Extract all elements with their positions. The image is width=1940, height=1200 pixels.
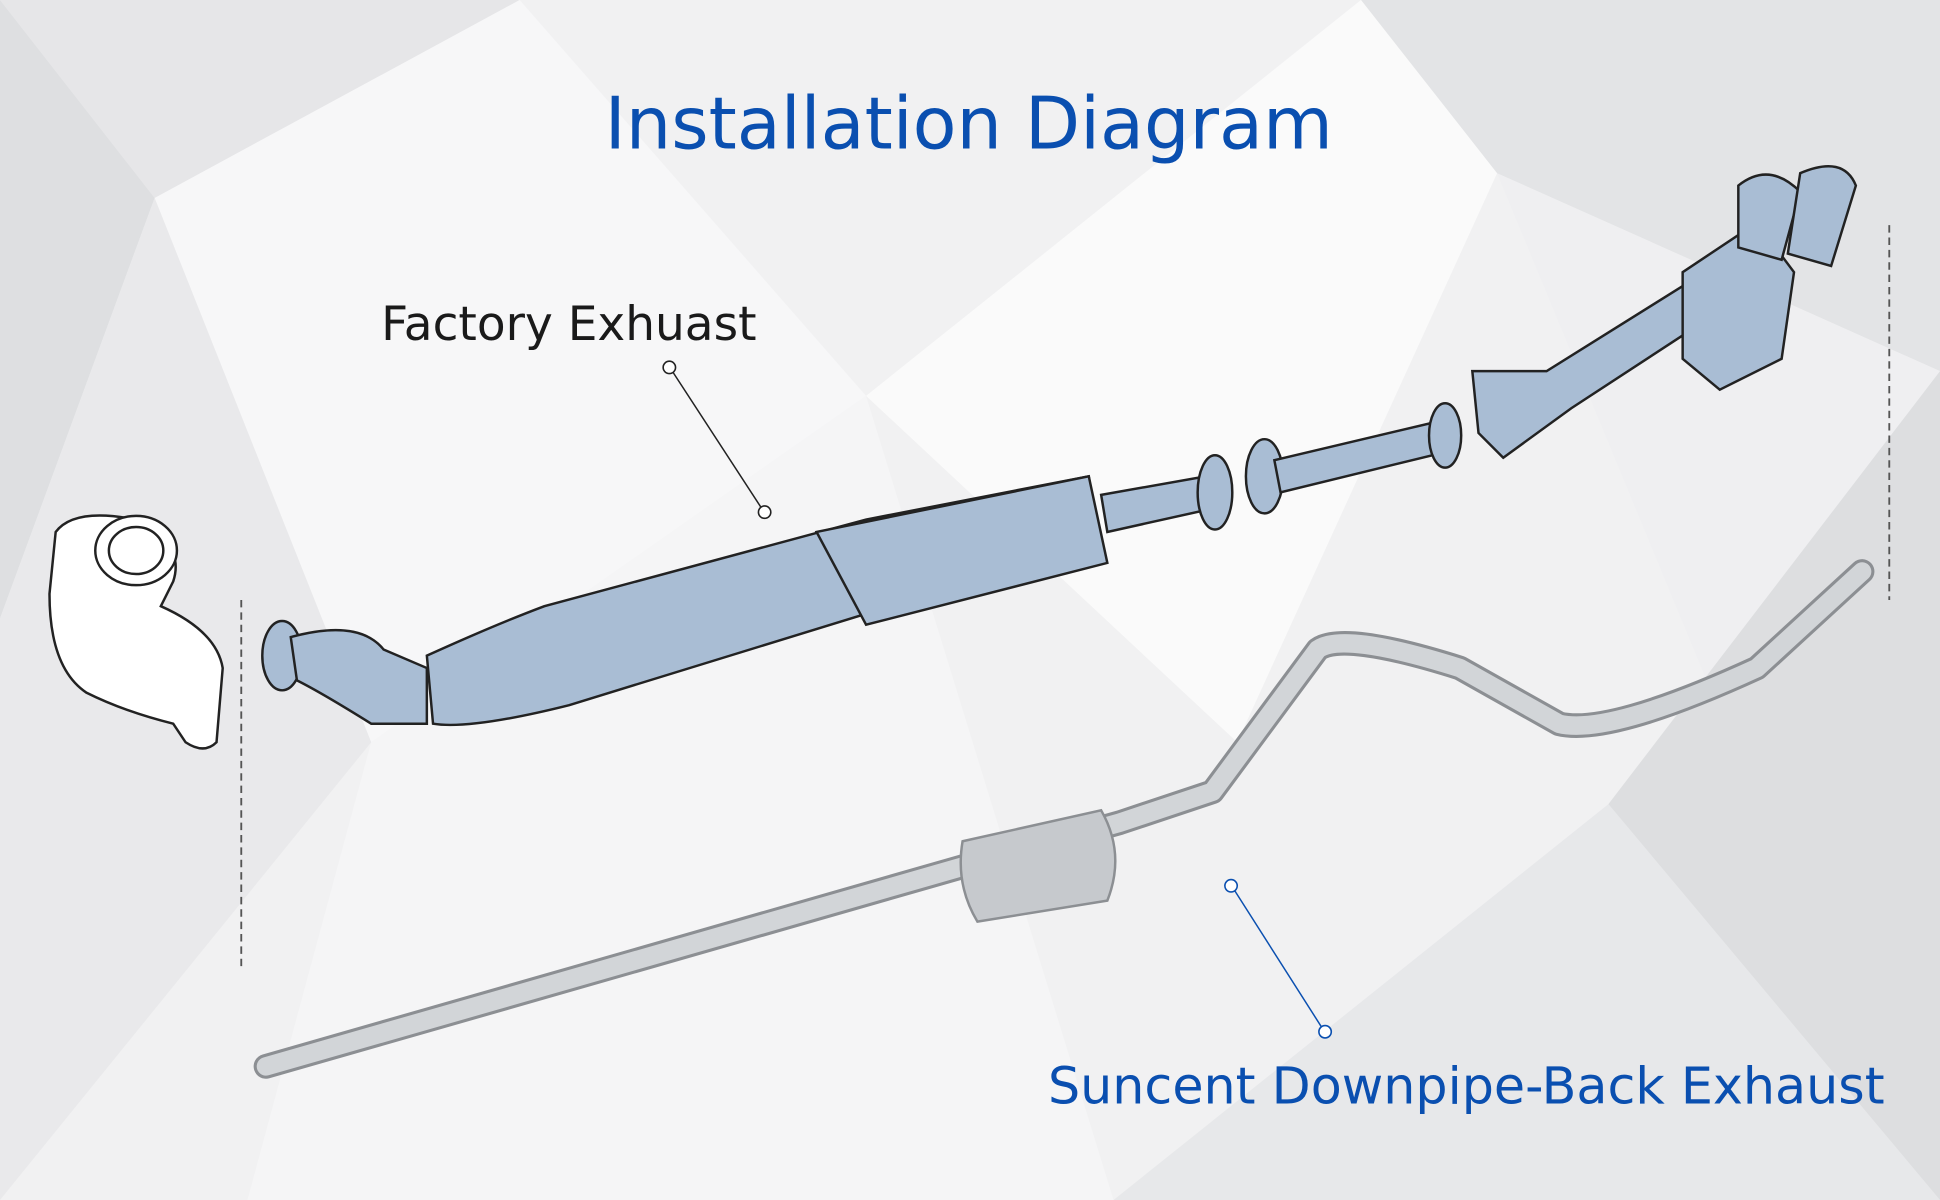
page-title: Installation Diagram bbox=[605, 81, 1333, 165]
suncent-callout bbox=[1224, 878, 1333, 1039]
turbo-elbow-part bbox=[48, 514, 224, 750]
suncent-exhaust-part bbox=[253, 559, 1875, 1079]
factory-exhaust-part bbox=[261, 165, 1858, 727]
factory-exhaust-label: Factory Exhuast bbox=[381, 297, 756, 352]
suncent-exhaust-label: Suncent Downpipe-Back Exhaust bbox=[1048, 1057, 1885, 1116]
factory-callout bbox=[662, 360, 772, 520]
